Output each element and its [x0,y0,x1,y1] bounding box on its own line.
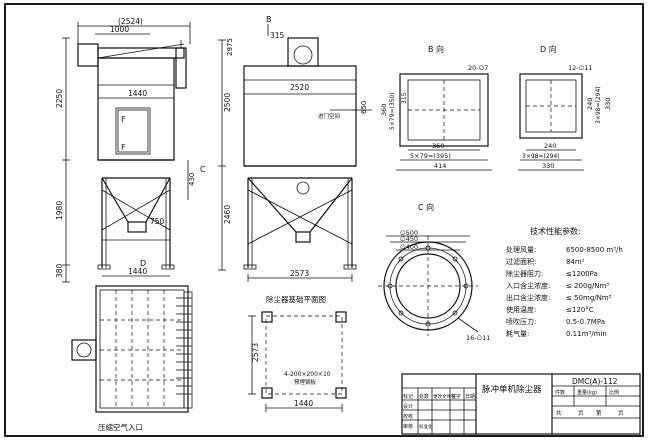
c-view-d500: ∅500 [400,229,418,237]
spec-label-0: 处理风量: [506,245,536,254]
c-view: C 向 ∅500 ∅450 ∅400 16-∅11 [378,202,491,342]
b-view-d2: 5×79=(350) [389,92,396,130]
rev-header-4: 日期 [465,394,475,400]
dim-height-2460: 2460 [223,205,232,224]
c-view-d400: ∅400 [400,243,418,251]
dim-width-2520: 2520 [290,83,309,92]
d-view-title: D 向 [540,44,557,54]
b-view-d3: 315 [401,92,408,104]
d-view-holes: 12-∅11 [568,64,593,72]
side-note: 进门空间 [318,112,340,120]
spec-label-7: 耗气量: [506,329,529,338]
d-view: D 向 12-∅11 240 3×98=(294) 330 240 3×98=(… [518,44,612,171]
c-view-holes: 16-∅11 [466,334,491,342]
foundation-title: 除尘器基础平面图 [266,294,326,304]
d-view-d1: 240 [586,98,594,110]
dim-height-650: 650 [360,101,368,114]
d-view-d3: 330 [604,98,612,110]
foundation-note: 预埋钢板 [294,378,317,386]
role-2: 审核 [403,423,413,430]
dim-width-base: 1440 [128,267,147,276]
b-view: B 向 20-∅7 360 5×79=(350) 315 360 5×79=(3… [380,44,492,171]
spec-value-5: ≤120°C [566,306,594,314]
sheet-0: 共 [556,409,562,417]
dim-top-315: 315 [270,31,285,40]
b-view-d1: 360 [380,104,388,116]
b-view-d5: 5×79=(395) [410,152,451,160]
sheet-3: 页 [618,410,624,417]
d-view-d2: 3×98=(294) [595,86,602,124]
spec-label-5: 使用温度: [506,305,536,314]
role-3: 标准化 [419,423,433,430]
foundation-height: 2573 [251,343,260,362]
dim-ref-b: B [266,15,272,24]
dim-width-2573: 2573 [290,269,309,278]
svg-text:F: F [121,143,126,152]
col-header-1: 重量(kg) [577,389,597,396]
b-view-holes: 20-∅7 [468,64,488,72]
specifications: 技术性能参数: 处理风量: 6500-8500 m³/h 过滤面积: 84m² … [506,226,623,338]
dim-ref-c: C [200,165,206,174]
dim-height-lower: 1980 [55,201,64,220]
front-plan-view: 压缩空气入口 [71,285,193,432]
spec-value-6: 0.5-0.7MPa [566,318,605,326]
foundation-plan: 除尘器基础平面图 2573 4-200×200×10 预埋钢板 1440 [248,294,347,412]
drawing-frame [4,3,644,437]
spec-label-2: 除尘器阻力: [506,269,543,278]
dim-ref-d: D [140,259,146,268]
title-block: 标记 处数 更改文件号 签字 日期 设计 校核 审核 标准化 脉冲单机除尘器 D… [401,373,641,435]
c-view-title: C 向 [418,202,434,212]
caption-compressed-air-inlet: 压缩空气入口 [98,422,143,432]
d-view-d5: 3×98=(294) [522,153,560,160]
spec-value-0: 6500-8500 m³/h [566,246,623,254]
rev-header-3: 签字 [451,393,461,400]
spec-value-3: ≤ 200g/Nm³ [566,282,609,290]
svg-text:F: F [121,115,126,124]
dim-top-overall: (2524) [118,17,143,26]
role-0: 设计 [403,403,413,410]
spec-value-4: ≤ 50mg/Nm³ [566,294,612,302]
side-view: B 315 2975 2520 进门空间 650 2500 2460 [218,15,372,282]
col-header-2: 比例 [609,389,619,396]
d-view-d6: 330 [542,162,554,170]
title-block-name: 脉冲单机除尘器 [482,384,542,395]
dim-overall-height: 2500 [223,93,232,112]
d-view-d4: 240 [544,142,556,150]
spec-label-6: 喷吹压力: [506,317,536,326]
spec-value-2: ≤1200Pa [566,270,598,278]
role-1: 校核 [403,413,413,420]
sheet-2: 第 [596,409,602,417]
rev-header-1: 处数 [419,393,429,400]
dim-width-body: 1440 [128,89,147,98]
dim-height-upper: 2250 [55,89,64,108]
spec-title: 技术性能参数: [530,226,581,236]
spec-label-3: 入口含尘浓度: [506,281,550,290]
sheet-1: 页 [578,410,584,417]
spec-value-7: 0.11m³/min [566,330,607,338]
foundation-bolts: 4-200×200×10 [284,371,331,378]
c-view-d450: ∅450 [400,235,418,243]
dim-top-inner: 1000 [110,25,129,34]
spec-value-1: 84m² [566,258,585,266]
dim-top-2975: 2975 [226,38,234,56]
rev-header-2: 更改文件号 [433,393,456,400]
front-view: (2524) 1000 2250 1980 380 1440 F F [55,17,206,283]
dim-ref-750: 750 [150,217,165,226]
b-view-title: B 向 [428,44,444,54]
rev-header-0: 标记 [403,393,413,400]
dim-height-leg: 380 [55,263,64,278]
b-view-d4: 360 [432,142,444,150]
b-view-d6: 414 [434,162,446,170]
title-block-code: DMC(A)-112 [572,377,618,386]
dim-ref-430: 430 [188,173,196,186]
foundation-width: 1440 [294,399,313,408]
spec-label-1: 过滤面积: [506,257,536,266]
spec-label-4: 出口含尘浓度: [506,293,550,302]
col-header-0: 件数 [555,389,565,396]
